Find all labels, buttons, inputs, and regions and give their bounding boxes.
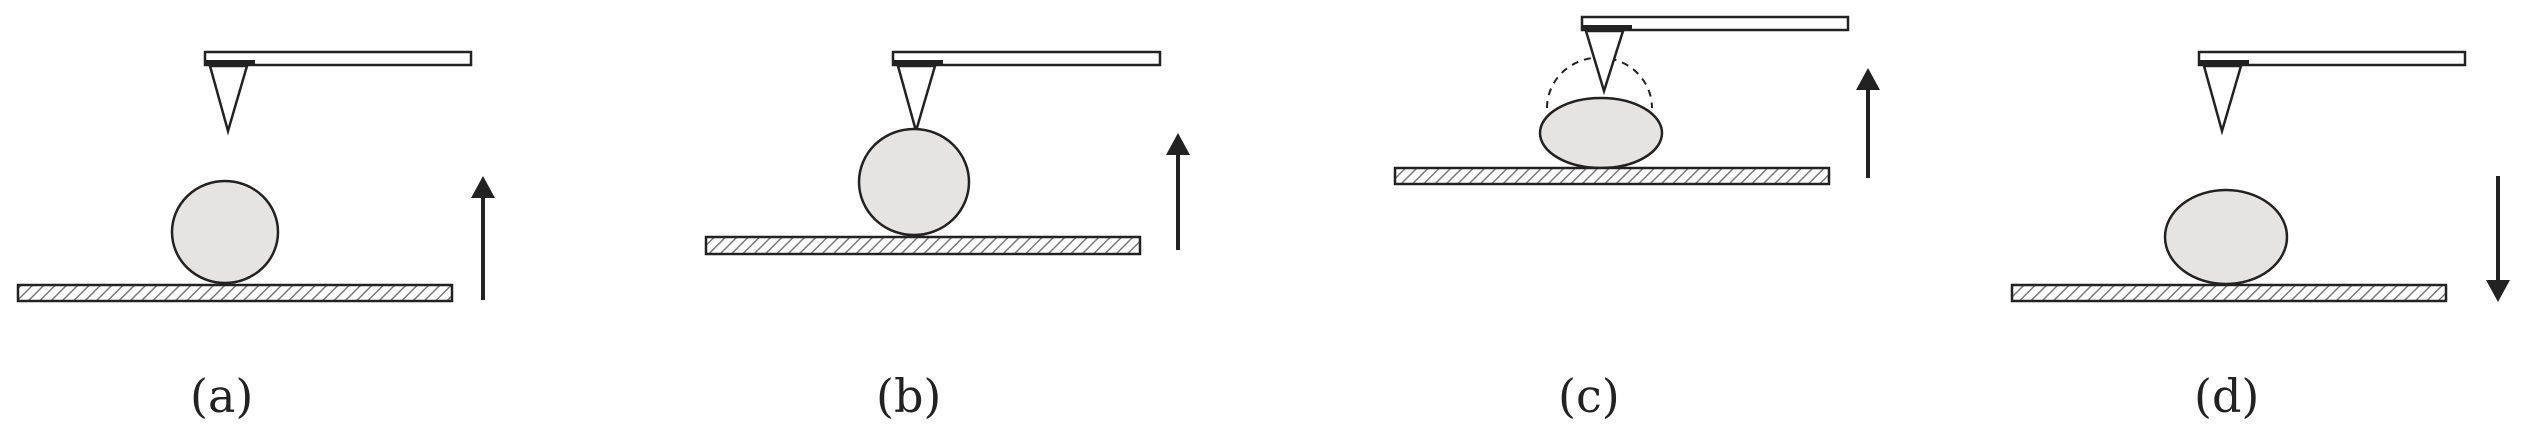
- afm-tip: [1584, 29, 1625, 96]
- substrate: [2010, 283, 2448, 303]
- substrate: [704, 235, 1142, 256]
- panel-label: (c): [1558, 369, 1620, 423]
- substrate: [1393, 166, 1831, 186]
- panel-label: (d): [2194, 369, 2259, 423]
- panel-label: (b): [876, 369, 941, 423]
- cantilever: [1580, 15, 1850, 32]
- panel-a: (a): [16, 50, 495, 423]
- cantilever: [891, 50, 1162, 67]
- afm-tip: [2202, 64, 2243, 136]
- compressed-cell: [1538, 96, 1664, 170]
- arrow-up-icon: [471, 176, 495, 300]
- panel-c: (c): [1393, 15, 1880, 423]
- cantilever: [203, 50, 473, 67]
- cell: [170, 179, 280, 285]
- cell: [2163, 188, 2289, 286]
- panel-label: (a): [190, 369, 253, 423]
- substrate: [16, 283, 454, 303]
- cell: [857, 127, 971, 237]
- panel-d: (d): [2010, 50, 2510, 423]
- afm-tip: [208, 64, 249, 136]
- cantilever: [2197, 50, 2467, 67]
- panel-b: (b): [704, 50, 1190, 423]
- arrow-down-icon: [2486, 176, 2510, 302]
- afm-tip: [896, 64, 937, 136]
- arrow-up-icon: [1166, 133, 1190, 250]
- arrow-up-icon: [1856, 68, 1880, 178]
